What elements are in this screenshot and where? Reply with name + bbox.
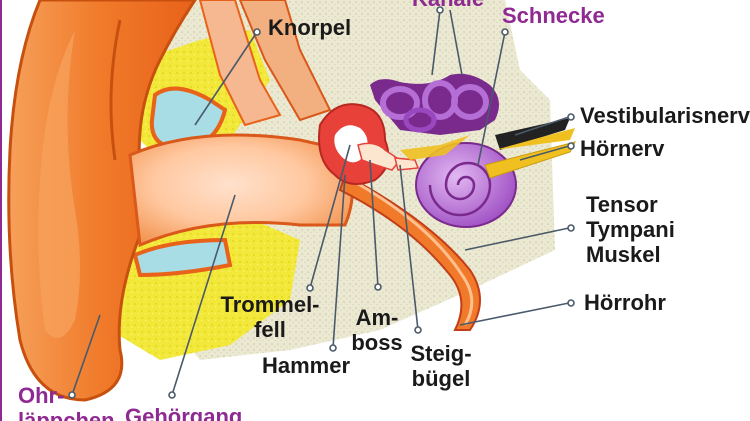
label-amboss-line1: Am- — [355, 305, 399, 330]
leader-dot — [567, 142, 575, 150]
label-vestibularisnerv: Vestibularisnerv — [580, 103, 750, 128]
label-knorpel: Knorpel — [268, 15, 352, 40]
label-trommelfell: Trommel- fell — [220, 292, 320, 342]
nerve-fibers — [495, 128, 575, 150]
leader-dot — [168, 391, 176, 399]
label-gehoergang: Gehörgang — [125, 404, 243, 421]
skin-strip-upper — [198, 0, 282, 127]
auricle-ridge — [109, 19, 122, 161]
label-steigbuegel-line2: bügel — [411, 366, 471, 391]
skin-strip-upper-2 — [238, 0, 332, 122]
auricle-fold — [38, 30, 80, 338]
label-steigbuegel: Steig- bügel — [405, 341, 477, 391]
label-hammer: Hammer — [262, 353, 351, 378]
leader-dot — [567, 299, 575, 307]
leader-gehoergang — [171, 194, 236, 396]
label-amboss-line2: boss — [351, 330, 403, 355]
label-hoerrohr: Hörrohr — [584, 290, 666, 315]
leader-knorpel — [194, 31, 258, 126]
eustachian-tube — [338, 173, 481, 331]
leader-dot — [329, 344, 337, 352]
leader-trommelfell — [309, 144, 351, 289]
label-ohrlaeppchen: Ohr- läppchen — [18, 383, 115, 421]
leader-steigbuegel — [399, 164, 419, 331]
leader-dot — [253, 28, 261, 36]
label-tensor-line1: Tensor — [586, 192, 658, 217]
label-tensor-tympani-muskel: Tensor Tympani Muskel — [586, 192, 675, 267]
label-ohrlaeppchen-line2: läppchen — [18, 408, 115, 421]
leader-lines — [68, 6, 575, 399]
nerve-branch — [400, 135, 470, 160]
label-trommelfell-line1: Trommel- — [220, 292, 320, 317]
label-hoernerv: Hörnerv — [580, 136, 665, 161]
label-ohrlaeppchen-line1: Ohr- — [18, 383, 65, 408]
ossicle-stirrup — [394, 157, 420, 171]
label-tensor-line3: Muskel — [586, 242, 661, 267]
leader-hammer — [332, 174, 346, 349]
ossicle-hammer — [334, 125, 368, 163]
label-schnecke: Schnecke — [502, 3, 605, 28]
leader-dot — [567, 224, 575, 232]
leader-tensor — [464, 227, 570, 251]
eustachian-tube-highlight — [354, 180, 474, 326]
leader-dot — [436, 6, 444, 14]
leader-dot — [374, 283, 382, 291]
leader-kanale-1 — [431, 9, 441, 76]
label-amboss: Am- boss — [348, 305, 406, 355]
frame-line — [0, 0, 2, 421]
vestibular-nerve-body — [495, 118, 570, 150]
leader-dot — [567, 113, 575, 121]
leader-kanale-2 — [449, 9, 463, 76]
cochlea-spiral — [428, 161, 492, 217]
leader-dot — [306, 284, 314, 292]
leader-dot — [501, 28, 509, 36]
leader-vestibularisnerv — [514, 116, 570, 136]
leader-hoernerv — [519, 145, 570, 161]
semicircular-canal-1 — [380, 86, 420, 120]
leader-amboss — [369, 159, 379, 288]
label-tensor-line2: Tympani — [586, 217, 675, 242]
leader-schnecke — [477, 31, 506, 166]
leader-dot — [414, 326, 422, 334]
label-steigbuegel-line1: Steig- — [410, 341, 472, 366]
semicircular-canal-3 — [451, 84, 489, 120]
label-trommelfell-line2: fell — [254, 317, 286, 342]
semicircular-canal-4 — [403, 107, 437, 133]
leader-hoerrohr — [459, 302, 570, 326]
cartilage-lower — [132, 237, 233, 278]
label-kanale: Kanäle — [412, 0, 484, 11]
leader-dot — [68, 391, 76, 399]
leader-ohrlaeppchen — [71, 314, 101, 396]
